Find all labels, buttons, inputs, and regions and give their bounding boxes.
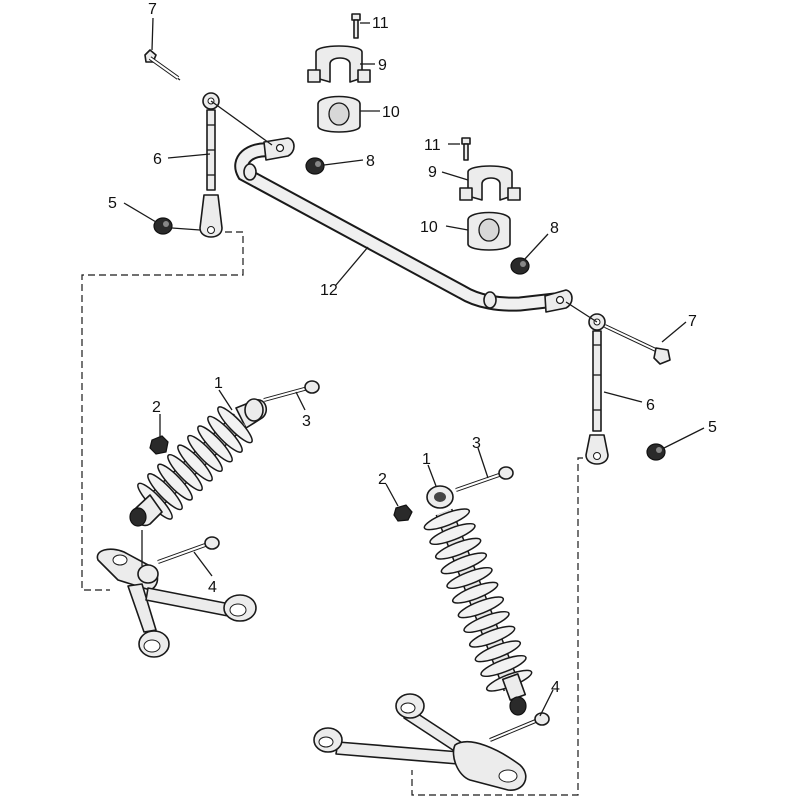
stabilizer-link-left [199, 92, 273, 238]
callout-9-upper: 9 [378, 57, 387, 74]
lower-arm-left [96, 548, 257, 658]
coil-spring-turn-left [147, 473, 183, 511]
bolt-7-right [604, 324, 671, 365]
coil-spring-turn-right [446, 566, 493, 590]
callout-5-left: 5 [108, 195, 117, 212]
callout-5-right: 5 [708, 419, 717, 436]
nut-2-right [393, 504, 413, 522]
bolt-11-lower [461, 137, 471, 161]
callout-4-left: 4 [208, 579, 217, 596]
bolt-4-left [141, 530, 220, 566]
callout-7-right: 7 [688, 313, 697, 330]
lower-arm-right [313, 693, 527, 791]
coil-spring-turn-left [167, 453, 203, 492]
shock-absorber-right [423, 485, 533, 716]
coil-spring-turn-left [197, 425, 233, 463]
callout-6-right: 6 [646, 397, 655, 414]
coil-spring-turn-left [187, 434, 223, 473]
bolt-3-right [455, 466, 514, 492]
callout-4-right: 4 [551, 679, 560, 696]
leader-lines [123, 17, 705, 717]
callout-2-right: 2 [378, 471, 387, 488]
coil-spring-turn-right [468, 625, 516, 648]
coil-spring-turn-right [440, 552, 488, 575]
callout-3-left: 3 [302, 413, 311, 430]
bushing-5-right [646, 443, 666, 461]
coil-spring-turn-right [480, 654, 527, 678]
bolt-11-upper [351, 13, 361, 39]
callout-8-right: 8 [550, 220, 559, 237]
bush-10-lower [467, 211, 511, 251]
coil-spring-turn-right [474, 640, 522, 663]
callout-9-lower: 9 [428, 164, 437, 181]
callout-10-lower: 10 [420, 219, 438, 236]
bushing-8-left [305, 157, 325, 175]
bushing-8-right [510, 257, 530, 275]
coil-spring-turn-left [207, 415, 243, 453]
callout-10-upper: 10 [382, 104, 400, 121]
shock-absorber-left [129, 398, 268, 527]
callout-1-left: 1 [214, 375, 223, 392]
callout-8-left: 8 [366, 153, 375, 170]
callout-7-left: 7 [148, 1, 157, 18]
bolt-7-left [144, 49, 181, 81]
callout-2-left: 2 [152, 399, 161, 416]
coil-spring-turn-right [429, 522, 476, 546]
callout-11-lower: 11 [424, 137, 441, 154]
bushing-5-left [153, 217, 201, 235]
coil-spring-turn-left [157, 463, 193, 501]
stabilizer-link-right [565, 301, 609, 465]
coil-spring-turn-right [457, 596, 505, 619]
bolt-3-left [263, 380, 320, 402]
coil-spring-turn-left [177, 444, 213, 482]
callout-labels: 7 11 9 10 6 8 5 11 9 10 8 12 7 1 2 3 6 5… [108, 1, 717, 696]
coil-spring-turn-right [451, 581, 499, 604]
coil-spring-turn-right [423, 508, 471, 531]
coil-spring-turn-right [463, 610, 510, 634]
nut-2-left [149, 435, 169, 455]
coil-spring-turn-right [434, 537, 482, 560]
callout-12: 12 [320, 282, 338, 299]
dashed-reference-lines [81, 231, 594, 796]
clamp-9-upper [307, 45, 371, 83]
bush-10-upper [317, 95, 361, 133]
callout-6-left: 6 [153, 151, 162, 168]
stabilizer-bar [234, 137, 573, 313]
callout-1-right: 1 [422, 451, 431, 468]
coil-spring-turn-left [217, 406, 253, 444]
callout-11-upper: 11 [372, 15, 389, 32]
bolt-4-right [489, 712, 550, 742]
clamp-9-lower [459, 165, 521, 201]
callout-3-right: 3 [472, 435, 481, 452]
